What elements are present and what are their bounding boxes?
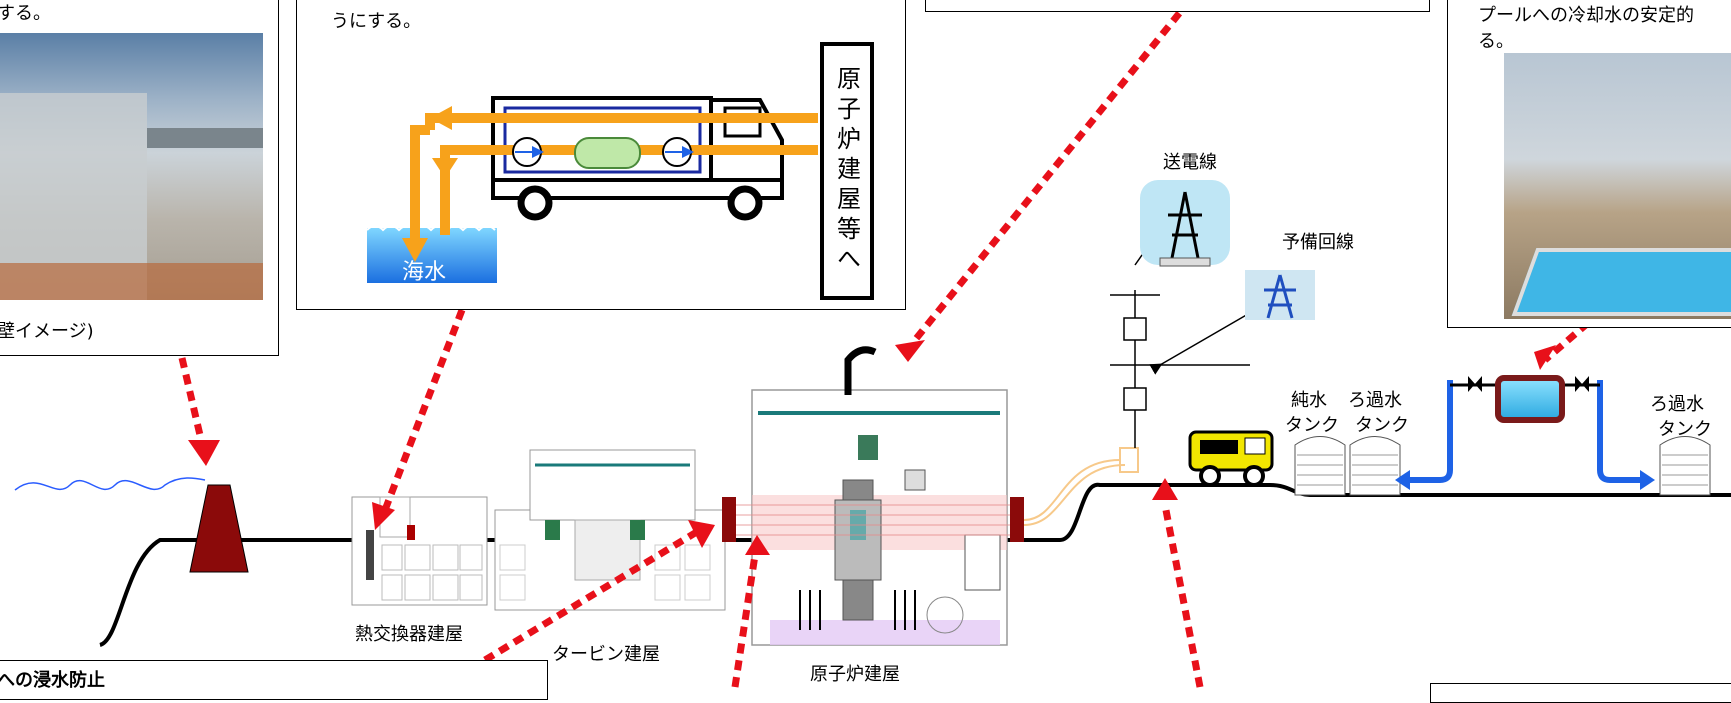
filtered-tank-right-label-1: ろ過水 [1650,394,1704,415]
pool-caption-line1: プールへの冷却水の安定的 [1478,5,1694,26]
pool-caption-line2: る。 [1478,31,1514,52]
seawall [189,484,249,573]
destination-label: 原子炉建屋等へ [832,66,861,276]
filtered-tank-label-2: タンク [1355,415,1409,436]
red-arrowheads [188,340,1556,555]
top-center-panel [925,0,1430,12]
reactor-building [722,346,1024,646]
seawall-panel: する。 壁イメージ) [0,0,279,356]
tanks [1294,436,1711,496]
turbine-building-label: タービン建屋 [552,644,660,665]
destination-label-box: 原子炉建屋等へ [820,42,874,300]
transmission-line-label: 送電線 [1163,152,1217,173]
pool-piping [1395,375,1655,490]
pump-caption-top: うにする。 [331,11,422,32]
pump-truck-diagram [366,96,818,283]
filtered-tank-label-1: ろ過水 [1348,390,1402,411]
pool-panel: プールへの冷却水の安定的 る。 [1447,0,1731,328]
seawall-photo [0,33,263,300]
heat-exchanger-building-label: 熱交換器建屋 [355,624,463,645]
seawall-caption-bottom: 壁イメージ) [0,321,94,342]
reactor-building-label: 原子炉建屋 [810,664,900,685]
pool-photo [1504,53,1731,319]
bottom-right-panel [1430,683,1731,703]
fire-truck-icon [1188,430,1274,487]
bottom-left-panel: への浸水防止 [0,660,548,700]
pure-water-tank-label-2: タンク [1285,415,1339,436]
backup-tower-icon [1245,270,1315,320]
seawall-caption-top: する。 [0,3,51,24]
seawater-label: 海水 [402,260,447,285]
pure-water-tank-label-1: 純水 [1291,390,1327,411]
sea-wave [14,477,206,491]
red-dashed-arrows [178,0,1591,688]
bottom-panel-title: への浸水防止 [0,670,105,691]
filtered-tank-right-label-2: タンク [1658,419,1712,440]
backup-line-label: 予備回線 [1282,232,1354,253]
transmission-tower-icon [1140,180,1230,267]
turbine-building [494,449,726,611]
diagram-canvas [14,0,1731,688]
heat-exchanger-building [351,496,488,606]
ground-line [99,482,1731,647]
